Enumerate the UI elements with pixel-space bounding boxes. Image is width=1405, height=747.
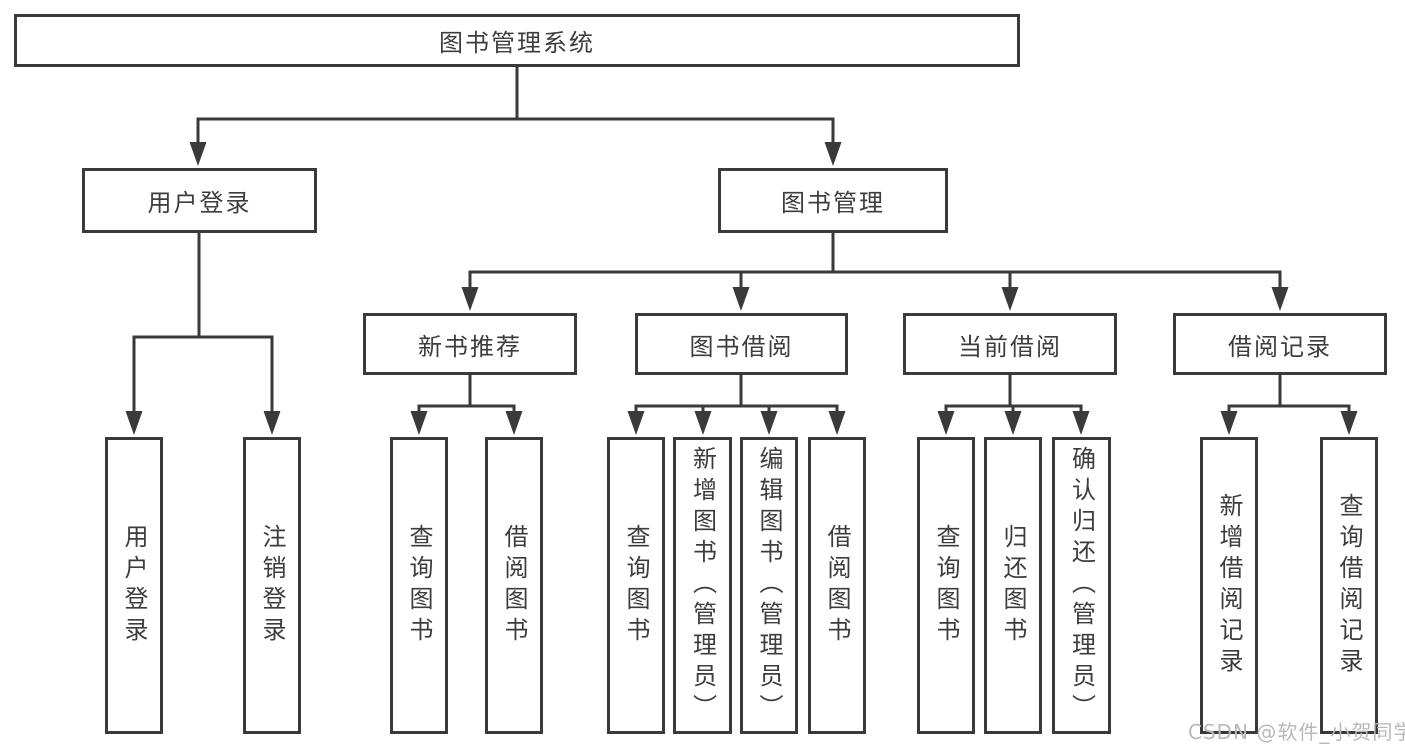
- leaf-confirm-return-admin: 确认归还（管理员）: [1052, 437, 1111, 734]
- node-label: 借阅图书: [823, 523, 851, 648]
- edges-current-borrow-children: [937, 373, 1090, 435]
- node-label: 新增图书（管理员）: [688, 446, 717, 725]
- leaf-add-books-admin: 新增图书（管理员）: [673, 437, 732, 734]
- edges-borrow-records-children: [1220, 373, 1358, 435]
- arrowhead-down-icon: [1004, 411, 1022, 435]
- arrowhead-down-icon: [125, 411, 143, 435]
- arrowhead-down-icon: [1340, 411, 1358, 435]
- leaf-logout: 注销登录: [243, 437, 301, 734]
- node-label: 编辑图书（管理员）: [755, 446, 783, 725]
- node-label: 借阅图书: [500, 523, 528, 648]
- leaf-edit-books-admin: 编辑图书（管理员）: [740, 437, 798, 734]
- arrowhead-down-icon: [627, 411, 645, 435]
- arrowhead-down-icon: [824, 142, 842, 166]
- arrowhead-down-icon: [828, 411, 846, 435]
- node-label: 借阅记录: [1228, 332, 1332, 361]
- edges-book-mgmt-to-level3: [461, 231, 1289, 311]
- edges-user-login-children: [125, 231, 281, 435]
- arrowhead-down-icon: [732, 287, 750, 311]
- node-book-borrow: 图书借阅: [635, 313, 848, 375]
- csdn-watermark: CSDN @软件_小贺同学: [1188, 720, 1405, 744]
- leaf-query-books-current: 查询图书: [917, 437, 975, 734]
- node-current-borrow: 当前借阅: [903, 313, 1117, 375]
- arrowhead-down-icon: [505, 411, 523, 435]
- leaf-borrow-books-recommend: 借阅图书: [485, 437, 543, 734]
- node-new-book-recommend: 新书推荐: [363, 313, 577, 375]
- node-label: 新书推荐: [418, 332, 522, 361]
- leaf-query-books-recommend: 查询图书: [390, 437, 448, 734]
- arrowhead-down-icon: [694, 411, 712, 435]
- node-label: 确认归还（管理员）: [1067, 446, 1096, 725]
- node-user-login: 用户登录: [82, 168, 317, 233]
- arrowhead-down-icon: [461, 287, 479, 311]
- arrowhead-down-icon: [1072, 411, 1090, 435]
- node-label: 当前借阅: [958, 332, 1062, 361]
- arrowhead-down-icon: [1001, 287, 1019, 311]
- node-label: 归还图书: [999, 523, 1027, 648]
- node-library-system: 图书管理系统: [14, 14, 1020, 67]
- node-label: 图书管理系统: [439, 29, 595, 57]
- leaf-query-books-borrow: 查询图书: [607, 437, 665, 734]
- edges-book-borrow-children: [627, 373, 846, 435]
- leaf-return-books: 归还图书: [984, 437, 1042, 734]
- edges-new-books-children: [410, 373, 523, 435]
- arrowhead-down-icon: [937, 411, 955, 435]
- node-label: 查询图书: [932, 523, 960, 648]
- leaf-borrow-books: 借阅图书: [808, 437, 866, 734]
- node-label: 用户登录: [147, 189, 252, 217]
- edges-root-to-level2: [189, 65, 842, 166]
- arrowhead-down-icon: [410, 411, 428, 435]
- arrowhead-down-icon: [263, 411, 281, 435]
- arrowhead-down-icon: [1271, 287, 1289, 311]
- leaf-add-borrow-record: 新增借阅记录: [1200, 437, 1258, 734]
- node-label: 查询图书: [622, 523, 650, 648]
- arrowhead-down-icon: [1220, 411, 1238, 435]
- node-label: 图书管理: [781, 189, 885, 217]
- node-label: 查询图书: [405, 523, 433, 648]
- node-label: 查询借阅记录: [1335, 492, 1363, 679]
- node-label: 新增借阅记录: [1215, 492, 1243, 679]
- leaf-user-login: 用户登录: [105, 437, 163, 734]
- node-label: 用户登录: [120, 523, 148, 648]
- node-label: 图书借阅: [689, 332, 794, 361]
- arrowhead-down-icon: [760, 411, 778, 435]
- leaf-query-borrow-record: 查询借阅记录: [1320, 437, 1378, 734]
- node-borrow-records: 借阅记录: [1173, 313, 1387, 375]
- node-label: 注销登录: [258, 523, 286, 648]
- node-book-management: 图书管理: [718, 168, 948, 233]
- arrowhead-down-icon: [189, 142, 207, 166]
